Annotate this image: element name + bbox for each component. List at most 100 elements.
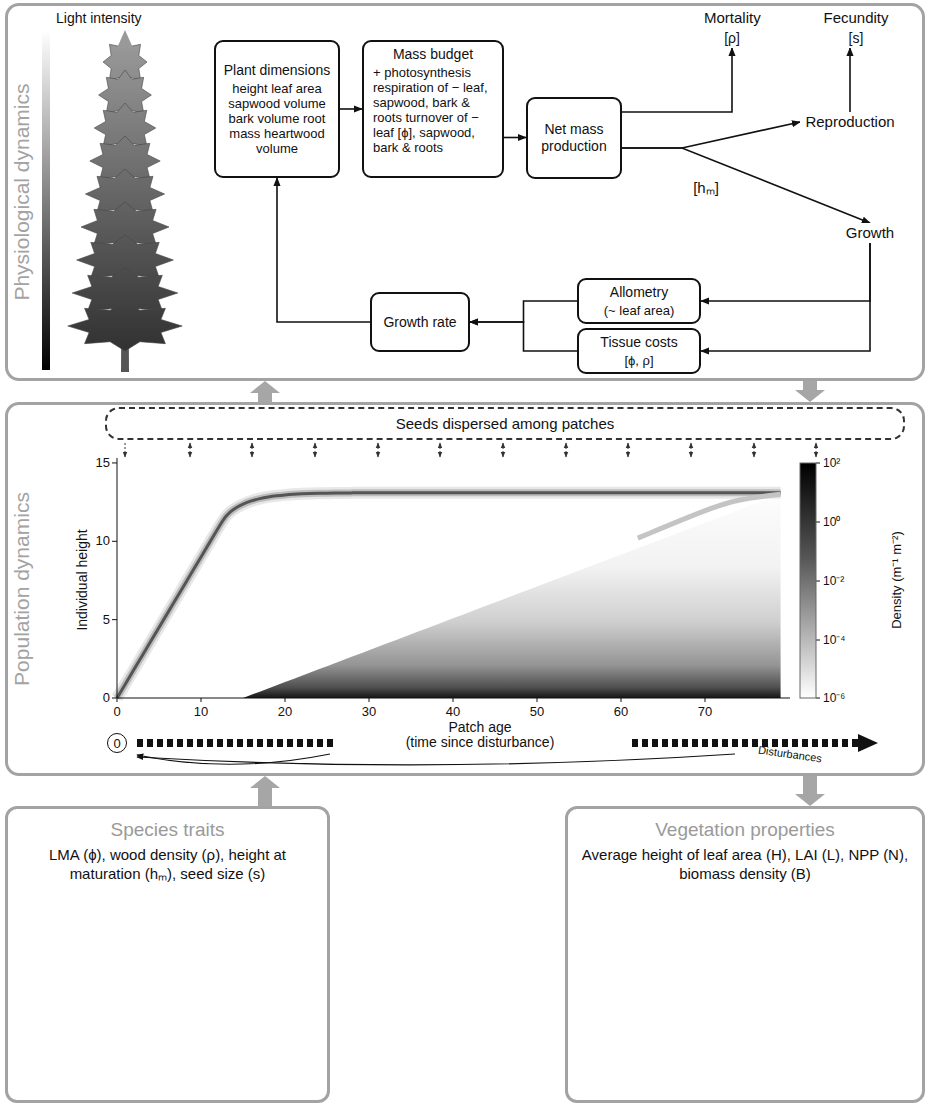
- light-gradient-bar: [42, 30, 50, 370]
- process-box: Plant dimensions height leaf area sapwood…: [214, 40, 340, 178]
- tick-label: 70: [690, 704, 720, 720]
- seed-arrow: [378, 443, 379, 457]
- process-box: Growth rate: [370, 292, 470, 352]
- cohort-band: [117, 493, 781, 698]
- timeline-dash: [742, 739, 748, 747]
- flow-arrow: [277, 178, 370, 322]
- tick: [816, 581, 820, 582]
- leaf-lobe: [68, 301, 182, 351]
- outcome-node: Mortality[ρ]: [702, 8, 762, 48]
- node-title: Reproduction: [802, 113, 898, 131]
- seed-arrow: [315, 443, 316, 457]
- timeline-dash: [702, 739, 708, 747]
- recruit-density: [243, 494, 781, 698]
- tick: [816, 640, 820, 641]
- outcome-node: Fecundity[s]: [818, 8, 894, 48]
- y-axis: [117, 458, 118, 698]
- timeline-dash: [682, 739, 688, 747]
- axis-label: Patch age: [400, 719, 560, 735]
- node-body: [ϕ, ρ]: [584, 353, 694, 368]
- timeline-dash: [832, 739, 838, 747]
- colorbar: [800, 463, 816, 698]
- tick: [117, 698, 118, 702]
- outcome-node: Reproduction: [800, 112, 900, 132]
- seed-arrow: [816, 443, 817, 457]
- seed-arrow: [628, 443, 629, 457]
- tick-label: 10²: [823, 455, 863, 471]
- cohort-band: [638, 494, 781, 538]
- process-box: Allometry(~ leaf area): [577, 278, 701, 324]
- tick: [112, 462, 117, 463]
- node-title: Plant dimensions: [221, 62, 333, 79]
- node-title: Seeds dispersed among patches: [396, 415, 614, 432]
- panel-heading: Physiological dynamics: [10, 62, 34, 322]
- flow-arrow: [701, 243, 870, 301]
- timeline-dash: [732, 739, 738, 747]
- tree-illustration: [68, 30, 182, 372]
- timeline-dash: [147, 739, 153, 747]
- node-title: Growth: [837, 224, 903, 242]
- timeline-dash: [712, 739, 718, 747]
- timeline-dash: [632, 739, 638, 747]
- process-box: Net mass production: [526, 97, 622, 179]
- timeline: [125, 443, 878, 765]
- process-box: Mass budget+ photosynthesis respiration …: [362, 40, 504, 178]
- node-body: height leaf area sapwood volume bark vol…: [221, 81, 333, 156]
- node-title: Vegetation properties: [580, 819, 910, 841]
- tick-label: 0: [102, 704, 132, 720]
- timeline-dash: [662, 739, 668, 747]
- tick: [453, 698, 454, 702]
- tick: [537, 698, 538, 702]
- flow-arrow: [849, 48, 851, 112]
- tick: [201, 698, 202, 702]
- timeline-dash: [852, 739, 858, 747]
- seed-arrow: [503, 443, 504, 457]
- output-box: Vegetation propertiesAverage height of l…: [565, 806, 925, 1103]
- tick-label: 20: [270, 704, 300, 720]
- timeline-dash: [722, 739, 728, 747]
- cohort-band: [117, 493, 781, 698]
- flow-arrow: [701, 243, 870, 351]
- node-title: 0: [113, 737, 120, 750]
- tick: [369, 698, 370, 702]
- tick: [705, 698, 706, 702]
- tick-label: 15: [80, 455, 110, 471]
- flow-arrow: [622, 148, 870, 223]
- seed-arrow: [566, 443, 567, 457]
- tick-label: 10: [186, 704, 216, 720]
- timeline-dash: [207, 739, 213, 747]
- node-title: Mass budget: [369, 46, 497, 63]
- node-title: Species traits: [20, 819, 315, 841]
- timeline-dash: [257, 739, 263, 747]
- timeline-dash: [327, 739, 333, 747]
- origin-circle: 0: [107, 733, 127, 753]
- cohort-band: [117, 493, 781, 698]
- flow-block-arrow: [803, 776, 817, 794]
- input-box: Species traitsLMA (ϕ), wood density (ρ),…: [5, 806, 330, 1103]
- flow-arrow: [622, 48, 732, 112]
- timeline-dash: [812, 739, 818, 747]
- node-body: LMA (ϕ), wood density (ρ), height at mat…: [20, 845, 315, 883]
- timeline-dash: [317, 739, 323, 747]
- tick: [285, 698, 286, 702]
- tick-label: 10⁻⁴: [823, 632, 863, 648]
- heatmap: [112, 458, 820, 702]
- node-title: Allometry: [584, 284, 694, 301]
- tick-label: 30: [354, 704, 384, 720]
- tick-label: 10⁻²: [823, 573, 863, 589]
- axis-label: Disturbances: [744, 740, 835, 768]
- tick: [816, 463, 820, 464]
- tick-label: 40: [438, 704, 468, 720]
- timeline-dash: [247, 739, 253, 747]
- flow-block-arrow: [258, 788, 272, 806]
- tick: [112, 698, 117, 699]
- seed-arrow: [252, 443, 253, 457]
- timeline-dash: [137, 739, 143, 747]
- dashed-box: Seeds dispersed among patches: [105, 407, 905, 440]
- axis-label: Individual height: [74, 510, 90, 650]
- panel-heading: Population dynamics: [10, 459, 34, 719]
- tree-top: [117, 30, 133, 48]
- timeline-dash: [842, 739, 848, 747]
- node-body: [ρ]: [704, 30, 760, 47]
- timeline-dash: [187, 739, 193, 747]
